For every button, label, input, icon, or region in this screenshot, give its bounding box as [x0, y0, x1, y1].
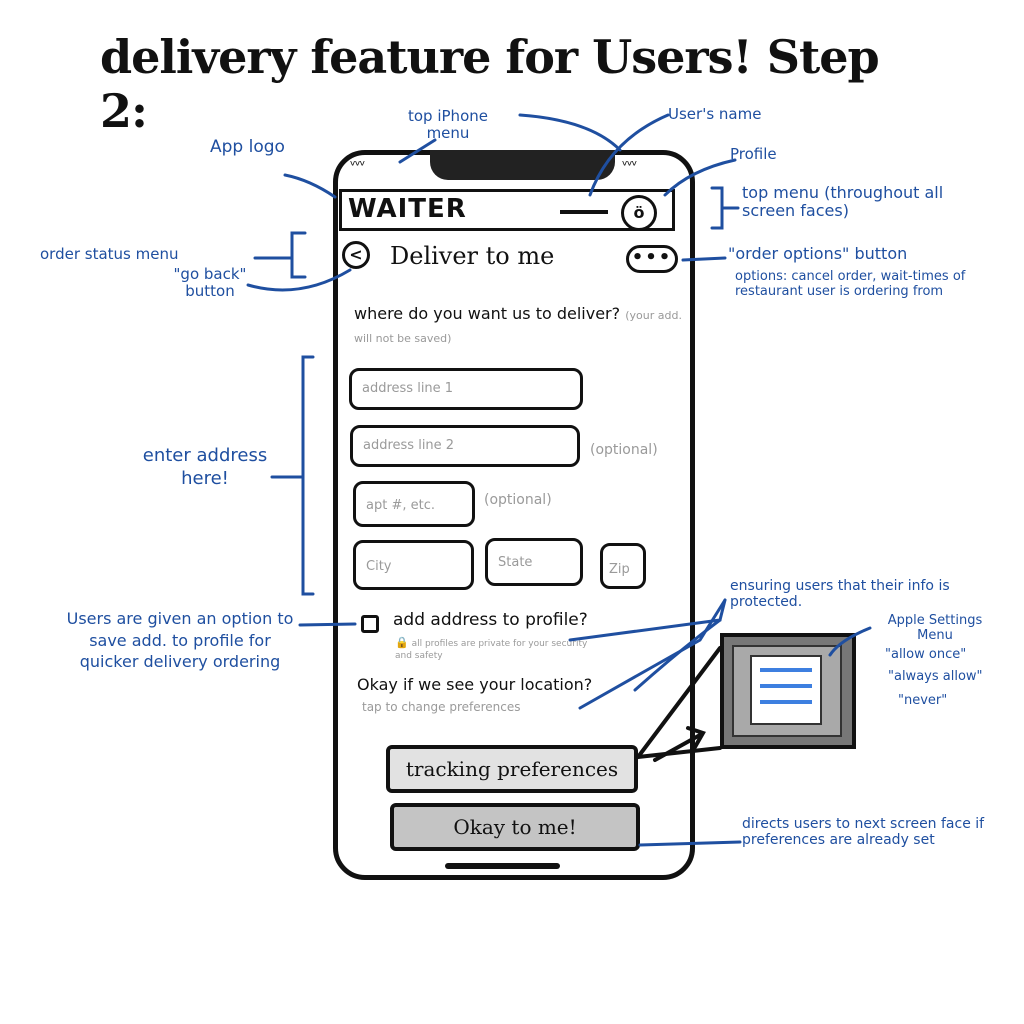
back-button[interactable]: < [342, 241, 370, 269]
annotation-directs: directs users to next screen face if pre… [742, 816, 985, 849]
address-2-optional-label: (optional) [590, 442, 658, 458]
annotation-enter-address: enter address here! [142, 445, 268, 490]
allow-once-option [760, 668, 812, 672]
state-input[interactable]: State [485, 538, 583, 586]
annotation-never: "never" [898, 693, 948, 708]
change-preferences-link[interactable]: tap to change preferences [362, 700, 521, 714]
home-indicator [445, 863, 560, 869]
city-input[interactable]: City [353, 540, 474, 590]
lock-icon: 🔒 [395, 636, 409, 649]
annotation-users-name: User's name [668, 105, 762, 123]
status-bar-right: ᵛᵛᵛ [622, 158, 637, 174]
annotation-allow-once: "allow once" [885, 647, 967, 662]
screen-title: Deliver to me [390, 242, 555, 270]
annotation-options-desc: options: cancel order, wait-times of res… [735, 269, 966, 299]
annotation-app-logo: App logo [210, 137, 285, 157]
bracket-order-status [290, 231, 307, 279]
bracket-address [301, 355, 315, 596]
username-placeholder [560, 210, 608, 214]
never-option [760, 700, 812, 704]
save-address-checkbox[interactable] [361, 615, 379, 633]
location-question: Okay if we see your location? [357, 675, 593, 694]
question-note: (your add. will not be saved) [354, 309, 682, 346]
status-bar-left: ᵛᵛᵛ [350, 158, 365, 174]
annotation-profile: Profile [730, 145, 777, 163]
annotation-top-iphone-menu: top iPhone menu [408, 107, 488, 143]
annotation-top-menu: top menu (throughout all screen faces) [742, 183, 944, 221]
okay-button[interactable]: Okay to me! [390, 803, 640, 851]
annotation-go-back: "go back" button [173, 265, 247, 301]
settings-dialog [750, 655, 822, 725]
annotation-order-options: "order options" button [728, 244, 908, 263]
zip-input[interactable]: Zip [600, 543, 646, 589]
bracket-top-menu [710, 186, 724, 230]
app-logo[interactable]: WAITER [348, 194, 467, 224]
page-title: delivery feature for Users! Step 2: [100, 30, 880, 138]
tracking-preferences-button[interactable]: tracking preferences [386, 745, 638, 793]
privacy-text: all profiles are private for your securi… [395, 639, 588, 661]
address-line-1-input[interactable]: address line 1 [349, 368, 583, 410]
question-text: where do you want us to deliver? [354, 304, 621, 323]
always-allow-option [760, 684, 812, 688]
profile-icon[interactable]: ö [621, 195, 657, 231]
order-options-button[interactable]: ••• [626, 245, 678, 273]
annotation-apple-settings: Apple Settings Menu [887, 613, 983, 643]
address-line-2-input[interactable]: address line 2 [350, 425, 580, 467]
phone-notch [430, 150, 615, 180]
save-address-label: add address to profile? [393, 610, 588, 630]
annotation-save-address: Users are given an option to save add. t… [66, 609, 294, 672]
privacy-note: 🔒 all profiles are private for your secu… [395, 636, 595, 662]
apt-optional-label: (optional) [484, 492, 552, 508]
arrow-app-logo [283, 173, 337, 199]
apt-input[interactable]: apt #, etc. [353, 481, 475, 527]
top-menu-bar [339, 189, 675, 231]
annotation-always-allow: "always allow" [888, 669, 983, 684]
annotation-order-status-menu: order status menu [40, 245, 179, 263]
annotation-ensuring: ensuring users that their info is protec… [730, 578, 950, 611]
delivery-question: where do you want us to deliver? (your a… [354, 302, 684, 348]
